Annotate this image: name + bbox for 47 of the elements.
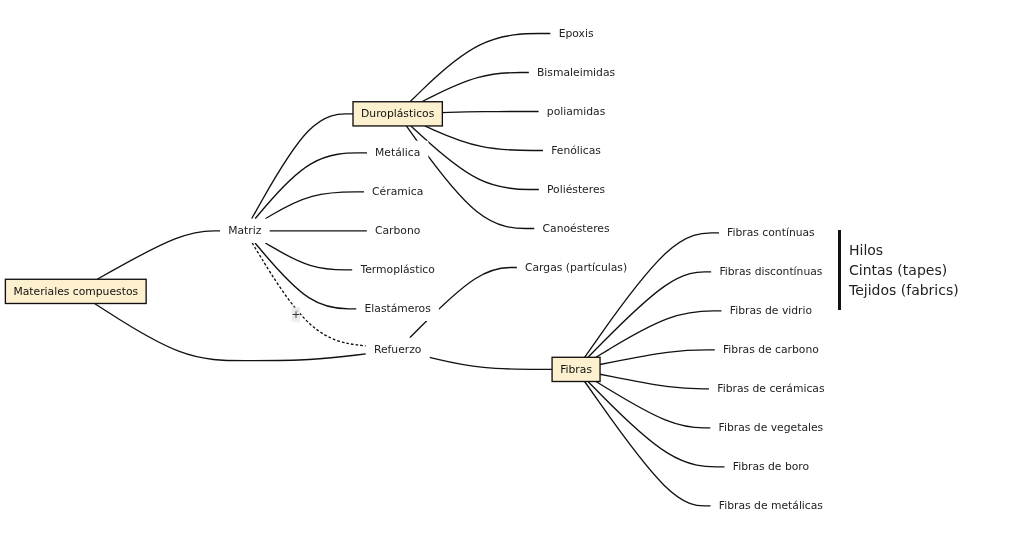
node-box: Fibras <box>551 356 601 383</box>
connector <box>264 242 354 271</box>
node-text: Fibras de vegetales <box>718 421 824 435</box>
node-text: Poliésteres <box>546 183 606 196</box>
connector <box>96 230 221 281</box>
connector <box>595 381 712 429</box>
connector <box>421 72 530 103</box>
node-text: Fibras de cerámicas <box>717 382 825 396</box>
connector <box>93 303 367 362</box>
node-text: Céramica <box>372 185 424 199</box>
node-text: Termoplástico <box>360 263 435 277</box>
node-text: Fenólicas <box>551 144 601 157</box>
connector <box>405 125 536 230</box>
edge-label: + <box>291 308 301 322</box>
connector <box>409 267 518 339</box>
connector <box>428 357 553 371</box>
note-text: Cintas (tapes) <box>849 262 949 278</box>
connector <box>583 381 712 507</box>
node-text: Fibras de carbono <box>722 343 819 357</box>
connector <box>409 33 552 103</box>
connector <box>250 113 354 220</box>
node-text: Refuerzo <box>373 343 422 357</box>
node-text: Fibras de metálicas <box>718 499 823 513</box>
connector <box>587 271 712 359</box>
connector <box>583 232 720 359</box>
connector <box>264 191 365 220</box>
node-box: Materiales compuestos <box>4 278 147 305</box>
node-text: Fibras de boro <box>732 460 810 474</box>
node-text: Carbono <box>375 224 421 238</box>
node-text: Matriz <box>228 224 262 238</box>
connector <box>268 230 368 232</box>
node-text: Cargas (partículas) <box>524 261 628 274</box>
connector <box>587 381 726 468</box>
note-text: Tejidos (fabrics) <box>849 282 960 298</box>
connector <box>254 152 368 220</box>
node-text: Fibras discontínuas <box>719 265 823 279</box>
node-text: Fibras de vidrio <box>729 304 813 318</box>
node-text: Epoxis <box>558 27 594 40</box>
node-text: poliamidas <box>546 105 606 118</box>
node-text: Canoésteres <box>542 222 610 235</box>
node-box: Duroplásticos <box>352 101 444 127</box>
node-text: Bismaleimidas <box>536 66 616 79</box>
note-text: Hilos <box>849 242 885 258</box>
connector <box>595 310 723 359</box>
connector <box>410 125 540 191</box>
node-text: Fibras contínuas <box>727 226 815 240</box>
connector <box>254 242 358 310</box>
